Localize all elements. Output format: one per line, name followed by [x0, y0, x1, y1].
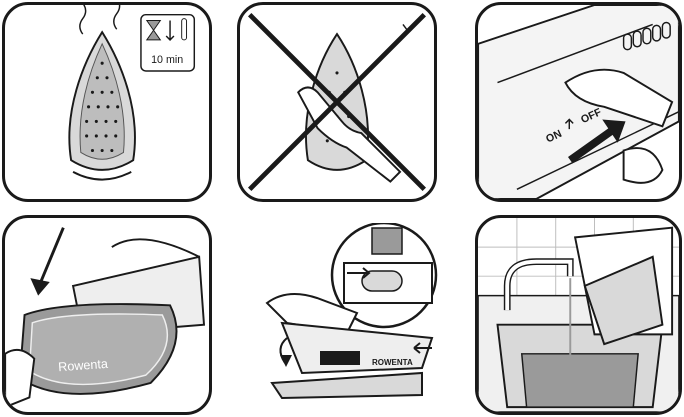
- control-dial-icon: [320, 351, 360, 365]
- brand-label: ROWENTA: [372, 358, 413, 367]
- remove-cover-illustration: Rowenta: [5, 218, 209, 412]
- panel-rinse-sink: [475, 215, 682, 415]
- cooling-soleplate-illustration: 10 min: [5, 5, 209, 199]
- heat-wave-icon: [114, 5, 120, 29]
- arrow-icon: [39, 228, 63, 286]
- panel-remove-cover: Rowenta: [2, 215, 212, 415]
- press-release-illustration: ROWENTA: [262, 223, 442, 411]
- arrow-head-icon: [30, 278, 49, 295]
- do-not-touch-illustration: [240, 5, 434, 199]
- cooling-time-label: 10 min: [151, 54, 183, 66]
- panel-do-not-touch: [237, 2, 437, 202]
- thermometer-icon: [182, 19, 187, 40]
- hand-icon: [5, 350, 34, 407]
- panel-cooling-soleplate: 10 min: [2, 2, 212, 202]
- panel-switch-off: ON OFF: [475, 2, 682, 202]
- release-tab-icon: [372, 228, 402, 254]
- thumb-icon: [624, 148, 663, 183]
- heat-wave-icon: [80, 5, 86, 34]
- panel-press-release: ROWENTA: [262, 223, 442, 411]
- switch-off-illustration: ON OFF: [478, 5, 679, 199]
- rinse-sink-illustration: [478, 218, 679, 412]
- water-icon: [522, 354, 638, 407]
- soleplate-icon: [272, 373, 422, 398]
